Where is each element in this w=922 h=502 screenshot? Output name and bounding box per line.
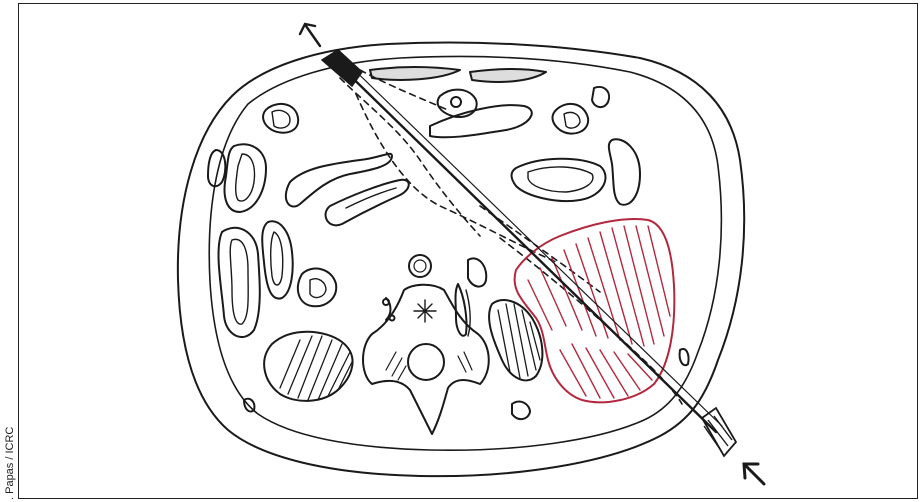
vessel-small (451, 97, 461, 107)
left-psoas (456, 284, 467, 336)
transverse-colon (430, 105, 532, 137)
right-colon (512, 159, 606, 201)
spinal-canal (408, 344, 444, 380)
rectus-left (370, 67, 460, 80)
right-lateral-loop (609, 139, 640, 204)
trajectory-dashed-1 (340, 78, 480, 236)
psoas-mark (414, 300, 436, 322)
ureter-right (512, 402, 530, 420)
aorta-inner (414, 260, 426, 272)
photo-credit: . Papas / ICRC (4, 427, 16, 500)
left-small-bowel-3 (298, 269, 336, 307)
right-colon-inner (528, 167, 593, 192)
left-small-bowel-3-inner (310, 279, 326, 298)
node-2 (390, 316, 395, 321)
node-1 (383, 299, 389, 305)
bowel-loop-2 (272, 110, 290, 128)
pancreas (286, 154, 392, 207)
instrument-tip-bottom-hatch (704, 416, 732, 452)
bowel-loop-4 (553, 104, 589, 134)
muscle-right-back (680, 349, 689, 365)
left-kidney (264, 332, 352, 401)
penetrating-shaft (332, 56, 722, 432)
bowel-loop-3 (438, 90, 477, 117)
vertebra-hatching (386, 352, 472, 380)
bowel-loop-5 (564, 112, 580, 128)
duodenum (326, 180, 409, 226)
left-colon-inner (236, 154, 255, 201)
duodenum-inner (346, 188, 396, 208)
vena-cava (468, 258, 486, 286)
left-kidney-hatching (280, 336, 352, 400)
left-lateral-loop (208, 150, 225, 186)
left-small-bowel-2 (262, 221, 292, 298)
aorta (409, 255, 431, 277)
rectus-right (470, 69, 546, 82)
arrow-exit-icon (300, 24, 320, 46)
arrow-entry-icon (744, 464, 764, 484)
left-small-bowel-1 (219, 228, 260, 337)
bowel-loop-6 (592, 87, 609, 107)
left-small-bowel-1-inner (230, 239, 248, 324)
left-small-bowel-2-inner (271, 232, 283, 285)
